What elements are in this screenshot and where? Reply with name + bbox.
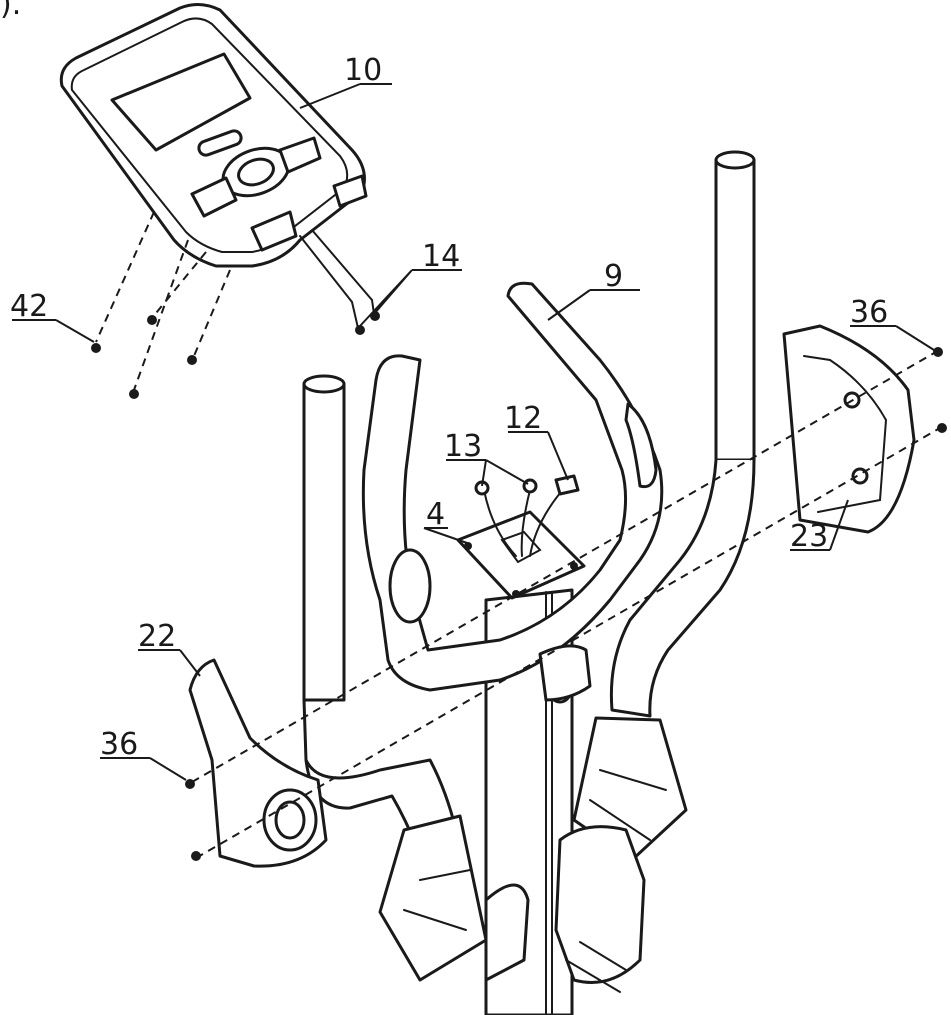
right-rear-pole <box>572 150 756 862</box>
right-cover-part-23 <box>782 324 916 534</box>
console-part-10 <box>59 3 380 335</box>
callout-42: 42 <box>10 289 48 324</box>
callout-14: 14 <box>422 239 460 274</box>
console-bracket-right <box>332 174 368 208</box>
corner-text: ). <box>0 0 21 22</box>
console-right-keys <box>278 136 322 174</box>
callout-13: 13 <box>444 429 482 464</box>
console-screen <box>110 52 252 152</box>
right-footpad <box>572 716 688 862</box>
cover-screw-paths <box>185 347 947 861</box>
callout-10: 10 <box>344 53 382 88</box>
console-screws-42 <box>91 211 231 399</box>
wires-12-13 <box>474 474 580 557</box>
left-grip-sensor <box>388 548 432 624</box>
console-left-keys <box>190 176 238 218</box>
console-bracket-left <box>250 210 298 252</box>
callout-12: 12 <box>504 401 542 436</box>
callout-23: 23 <box>790 519 828 554</box>
console-dial-center <box>237 157 275 187</box>
left-footpad <box>378 814 488 982</box>
right-grip-sensor <box>624 402 658 489</box>
callout-9: 9 <box>604 259 623 294</box>
handlebar-part-9 <box>361 281 664 702</box>
callout-36-right: 36 <box>850 295 888 330</box>
bottle-holder <box>554 825 646 993</box>
left-rear-pole <box>302 374 488 982</box>
left-cover-part-22 <box>188 658 328 868</box>
callout-22: 22 <box>138 619 176 654</box>
callout-leaders <box>12 83 935 781</box>
callout-36-left: 36 <box>100 727 138 762</box>
callout-4: 4 <box>426 497 445 532</box>
console-button-top <box>197 129 243 157</box>
